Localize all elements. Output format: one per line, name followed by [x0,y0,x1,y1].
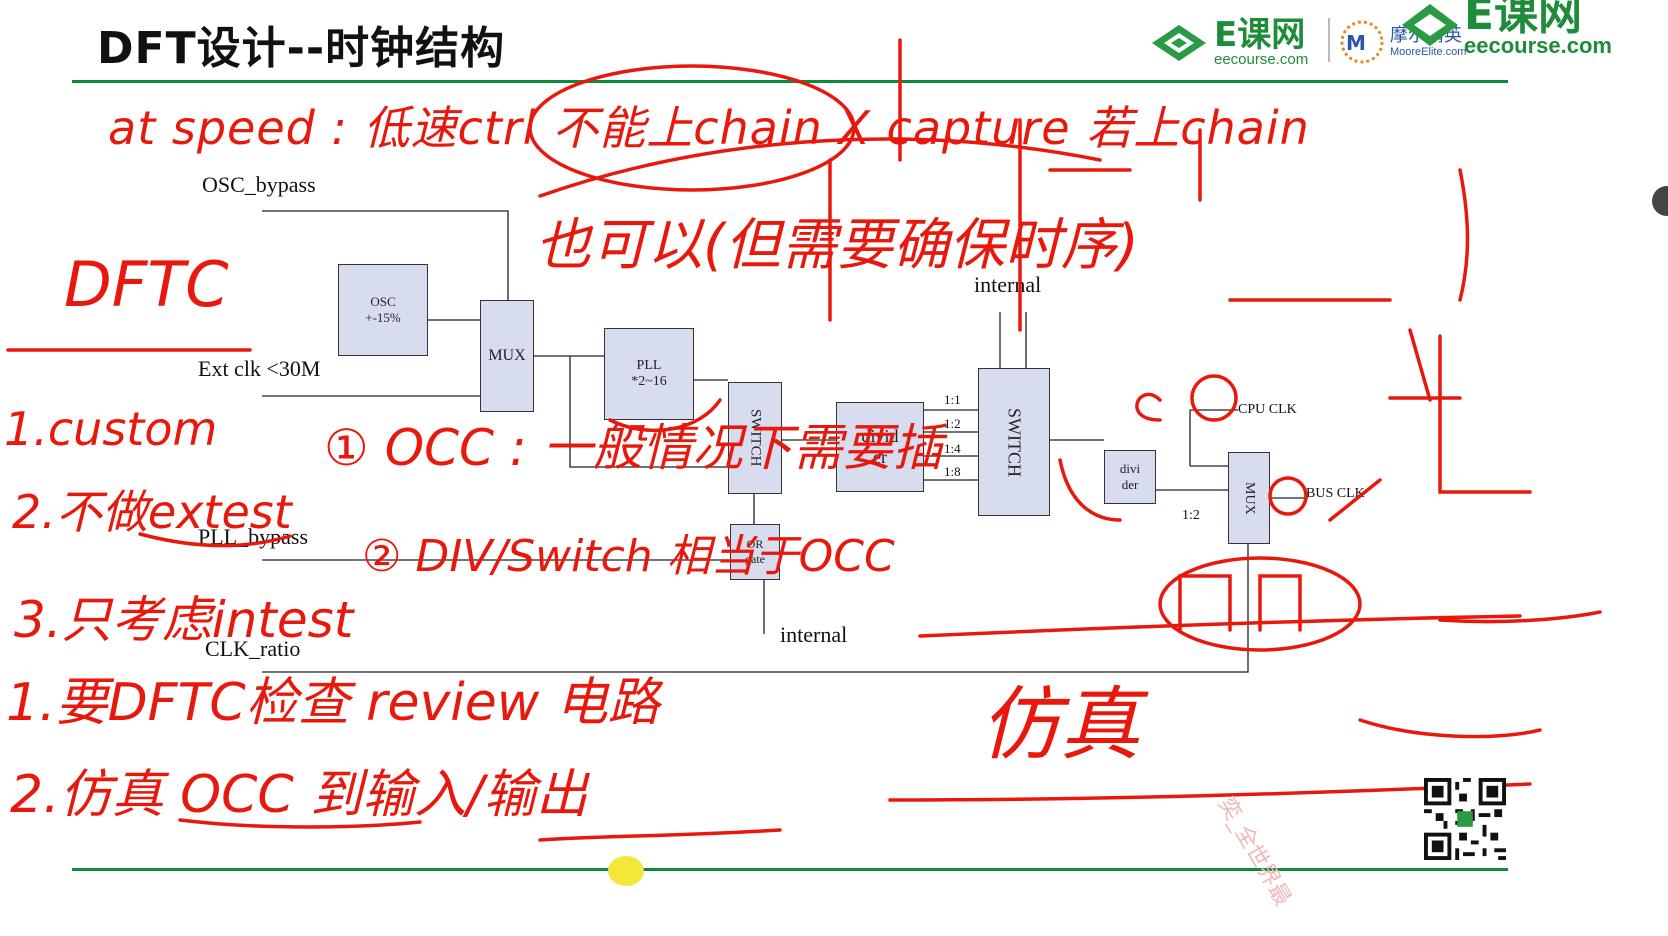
slide-title: DFT设计--时钟结构 [97,23,506,74]
bus-clk-label: BUS CLK [1306,486,1365,501]
divider-block-1-label-b: er [873,447,887,467]
divider-block-1: divid er [836,402,924,492]
corner-logo: E课网 eecourse.com [1400,0,1612,57]
ext-clk-label: Ext clk <30M [198,356,321,381]
divider-block-1-label-a: divid [861,426,899,446]
ink-item-intest: 3.只考虑intest [14,591,354,649]
ratio-div2-label: 1:2 [1182,508,1200,523]
ink-item-custom: 1.custom [4,402,218,456]
side-nav-button[interactable] [1652,186,1668,216]
osc-block-tolerance: +-15% [365,310,401,325]
mux-block-1: MUX [480,300,534,412]
pen-cursor-highlight [608,856,644,886]
switch-block-1-label: SWITCH [747,409,764,467]
mux-block-2-label: MUX [1242,481,1257,515]
osc-block: OSC +-15% [338,264,428,356]
osc-block-label: OSC [370,294,396,309]
ink-occ-2: ② DIV/Switch 相当于OCC [362,531,895,582]
ecourse-diamond-icon [1152,24,1206,61]
ecourse-brand: E课网 [1214,15,1306,55]
switch-block-1: SWITCH [728,382,782,494]
svg-text:M: M [1346,31,1366,55]
ink-line-timing: 也可以(但需要确保时序) [535,213,1139,278]
ecourse-logo: E课网 eecourse.com [1150,18,1308,67]
ink-line-atspeed: at speed : 低速ctrl 不能上chain X capture 若上c… [108,101,1310,155]
osc-bypass-label: OSC_bypass [202,172,316,197]
ratio-1-4-label: 1:4 [944,441,961,456]
ink-sim-right: 仿真 [980,678,1140,771]
moore-sub: MooreElite.com [1390,45,1467,58]
divider-block-2: divi der [1104,450,1156,504]
bottom-divider [72,868,1508,871]
ink-simulate: 2.仿真 OCC 到输入/输出 [10,765,588,825]
or-gate-block: OR gate [730,524,780,580]
switch-block-2-label: SWITCH [1004,407,1025,477]
ratio-1-1-label: 1:1 [944,392,961,407]
or-gate-label-a: OR [746,537,764,551]
divider-block-2-label-b: der [1121,477,1139,492]
divider-block-2-label-a: divi [1119,461,1141,476]
ink-occ-1: ① OCC : 一般情况下需要插 [324,419,943,477]
pll-block-range: *2~16 [631,374,667,389]
clk-ratio-label: CLK_ratio [205,636,301,661]
moore-emblem-icon: M [1340,20,1384,64]
switch-block-2: SWITCH [978,368,1050,516]
mux-block-2: MUX [1228,452,1270,544]
corner-brand: E课网 [1464,0,1583,40]
corner-url: eecourse.com [1464,32,1612,58]
ink-review: 1.要DFTC检查 review 电路 [6,673,660,733]
qr-code-icon [1424,778,1506,860]
mux-block-1-label: MUX [488,347,526,364]
logo-divider [1328,18,1330,62]
ink-dftc: DFTC [64,248,229,321]
internal-top-label: internal [974,272,1042,297]
or-gate-label-b: gate [745,552,765,566]
internal-bottom-label: internal [780,622,848,647]
pll-block-label: PLL [636,358,662,373]
corner-diamond-icon [1402,4,1458,47]
pll-block: PLL *2~16 [604,328,694,420]
cpu-clk-label: CPU CLK [1238,402,1297,417]
ecourse-url: eecourse.com [1214,51,1309,68]
ink-item-no-extest: 2.不做extest [12,485,292,539]
ratio-1-2-label: 1:2 [944,416,961,431]
ratio-1-8-label: 1:8 [944,464,961,479]
